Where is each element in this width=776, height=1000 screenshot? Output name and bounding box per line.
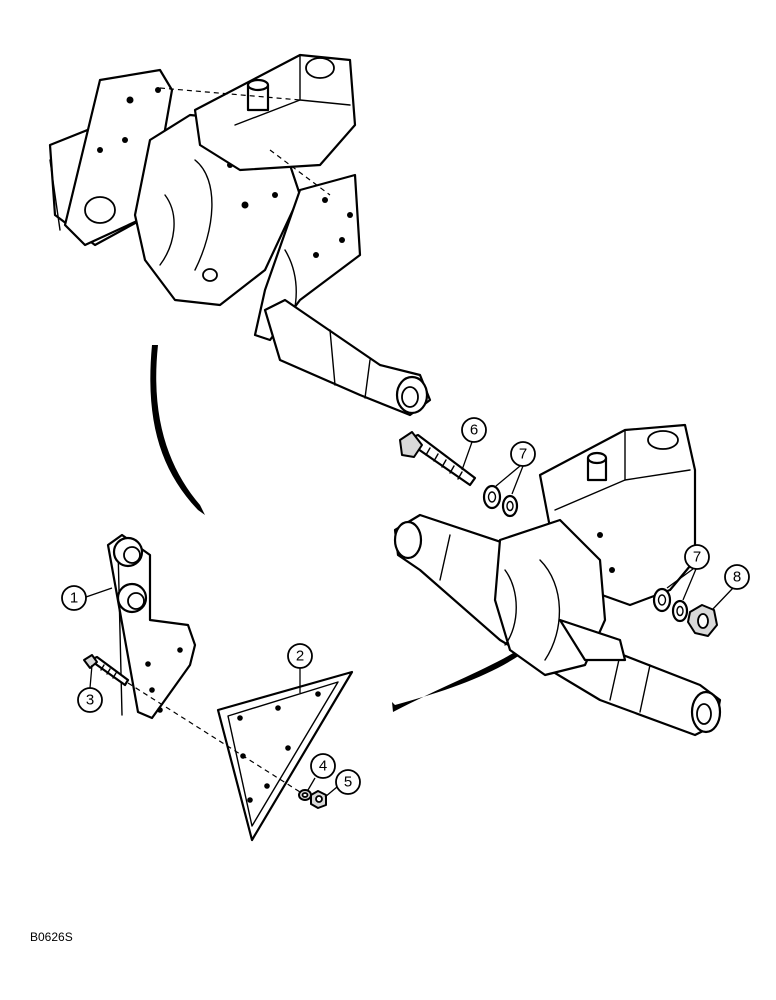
transition-arrows bbox=[150, 345, 520, 712]
screw-3 bbox=[83, 654, 130, 687]
callout-5: 5 bbox=[324, 769, 361, 798]
callout-3-label: 3 bbox=[86, 692, 94, 709]
nut-8 bbox=[687, 604, 718, 637]
flat-washer-7a bbox=[501, 494, 519, 518]
callout-6-label: 6 bbox=[470, 422, 478, 439]
top-axle-assembly bbox=[48, 53, 432, 417]
callout-3: 3 bbox=[77, 664, 103, 713]
nut-5 bbox=[310, 790, 327, 809]
callout-1: 1 bbox=[61, 585, 113, 611]
figure-code: B0626S bbox=[30, 930, 73, 944]
lock-washer-7b bbox=[652, 587, 672, 613]
callout-6: 6 bbox=[461, 417, 487, 471]
bolt-6 bbox=[399, 431, 477, 487]
callout-1-label: 1 bbox=[70, 590, 78, 607]
callout-7b-label: 7 bbox=[693, 549, 701, 566]
callout-5-label: 5 bbox=[344, 774, 352, 791]
callout-7a: 7 bbox=[495, 441, 536, 495]
callout-7a-label: 7 bbox=[519, 446, 527, 463]
lock-washer-7a bbox=[482, 484, 502, 510]
flat-washer-7b bbox=[671, 599, 689, 623]
bottom-right-axle-assembly bbox=[393, 423, 722, 737]
callout-2: 2 bbox=[287, 643, 313, 693]
callout-7b: 7 bbox=[666, 544, 710, 601]
bracket-1 bbox=[106, 533, 197, 720]
washer-4 bbox=[298, 789, 312, 801]
callout-2-label: 2 bbox=[296, 648, 304, 665]
callout-8: 8 bbox=[711, 564, 750, 611]
plate-2 bbox=[216, 670, 354, 842]
callout-8-label: 8 bbox=[733, 569, 741, 586]
callout-4-label: 4 bbox=[319, 758, 327, 775]
callout-4: 4 bbox=[307, 753, 336, 791]
assembly-line-bottom bbox=[127, 682, 301, 793]
